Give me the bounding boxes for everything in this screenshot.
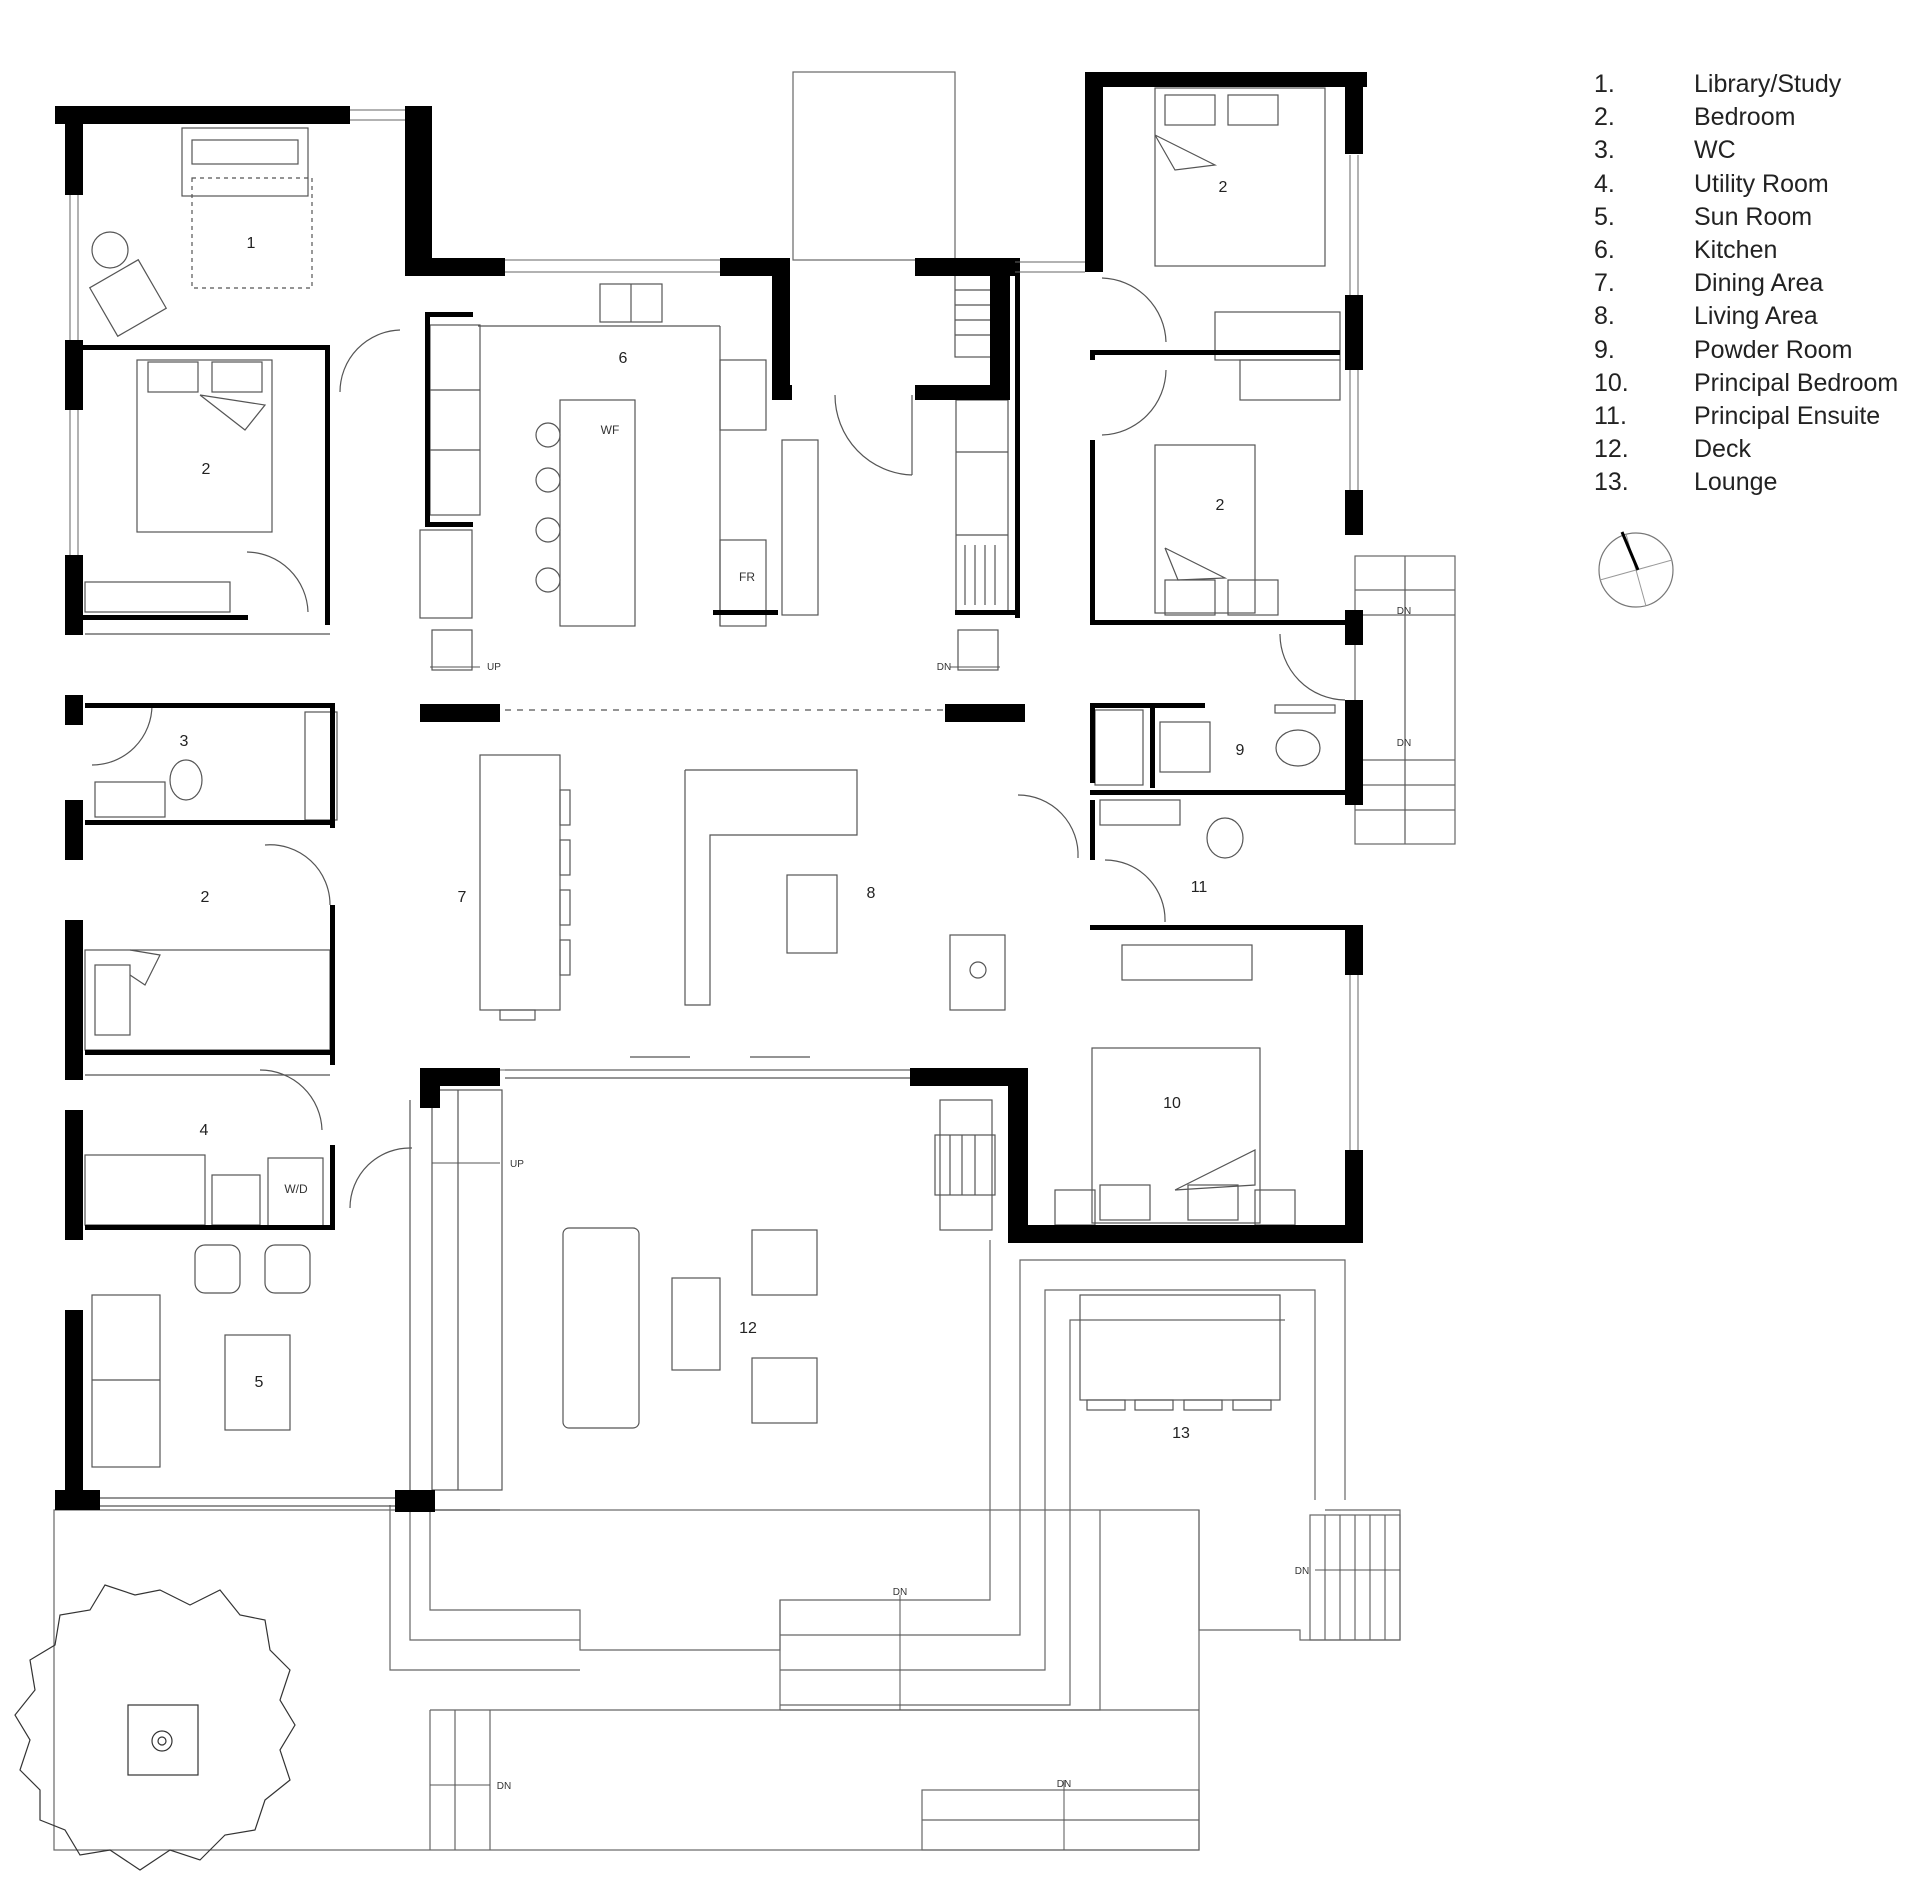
room-label-sun-room: 5: [255, 1374, 264, 1391]
legend-number: 11.: [1594, 401, 1627, 430]
legend-number: 12.: [1594, 435, 1629, 464]
fixture-label-fr: FR: [739, 570, 755, 584]
windows: [69, 109, 1359, 1150]
stair-label-dn-sw: DN: [497, 1781, 511, 1792]
site-lines: [53, 71, 1456, 1851]
legend-item-12: 12. Deck: [1594, 433, 1914, 466]
legend-label: Dining Area: [1694, 269, 1824, 298]
room-label-bedroom-d: 2: [201, 889, 210, 906]
legend-number: 2.: [1594, 103, 1615, 132]
room-label-utility: 4: [200, 1122, 209, 1139]
stair-label-dn-south: DN: [1057, 1779, 1071, 1790]
legend-item-7: 7. Dining Area: [1594, 267, 1914, 300]
stair-label-up-sun: UP: [510, 1159, 524, 1170]
fixture-label-wf: WF: [601, 423, 620, 437]
legend-label: Powder Room: [1694, 335, 1853, 364]
legend-item-9: 9. Powder Room: [1594, 334, 1914, 367]
room-label-bedroom-b: 2: [1219, 179, 1228, 196]
legend-number: 9.: [1594, 335, 1615, 364]
room-label-bedroom-a: 2: [202, 461, 211, 478]
legend-number: 4.: [1594, 169, 1615, 198]
legend-item-10: 10. Principal Bedroom: [1594, 367, 1914, 400]
legend-item-11: 11. Principal Ensuite: [1594, 400, 1914, 433]
legend-number: 8.: [1594, 302, 1615, 331]
legend-label: Living Area: [1694, 302, 1818, 331]
stair-arrows: [430, 560, 1406, 1850]
legend-item-6: 6. Kitchen: [1594, 234, 1914, 267]
legend-number: 5.: [1594, 202, 1615, 231]
legend-number: 6.: [1594, 236, 1615, 265]
room-label-living: 8: [867, 885, 876, 902]
room-label-wc: 3: [180, 733, 189, 750]
legend-number: 1.: [1594, 70, 1615, 99]
legend-item-1: 1. Library/Study: [1594, 68, 1914, 101]
legend-label: Utility Room: [1694, 169, 1829, 198]
room-label-library: 1: [247, 235, 256, 252]
stair-label-dn-east-deck: DN: [1295, 1566, 1309, 1577]
legend-label: Principal Bedroom: [1694, 368, 1899, 397]
legend-label: Deck: [1694, 435, 1751, 464]
legend-item-4: 4. Utility Room: [1594, 168, 1914, 201]
legend-number: 7.: [1594, 269, 1615, 298]
legend-label: Principal Ensuite: [1694, 401, 1881, 430]
tree-symbol: [14, 1584, 296, 1871]
legend-label: Kitchen: [1694, 236, 1778, 265]
legend-item-13: 13. Lounge: [1594, 466, 1914, 499]
room-label-bedroom-c: 2: [1216, 497, 1225, 514]
stair-label-dn-deck: DN: [893, 1587, 907, 1598]
legend-label: Lounge: [1694, 468, 1778, 497]
floor-plan: 1 2 2 2 2 3 4 5 6 7 8 9 10 11 12 13 WF F…: [14, 71, 1456, 1871]
room-legend: 1. Library/Study 2. Bedroom 3. WC 4. Utility…: [1594, 68, 1914, 499]
room-label-kitchen: 6: [619, 350, 628, 367]
interior-lines: [84, 87, 1346, 1511]
legend-number: 10.: [1594, 368, 1629, 397]
legend-number: 13.: [1594, 468, 1629, 497]
room-label-principal-bedroom: 10: [1163, 1095, 1181, 1112]
legend-label: Library/Study: [1694, 70, 1842, 99]
room-label-powder: 9: [1236, 742, 1245, 759]
legend-number: 3.: [1594, 136, 1615, 165]
room-label-principal-ensuite: 11: [1191, 879, 1208, 896]
stair-label-dn-east-lower: DN: [1397, 738, 1411, 749]
legend-label: Sun Room: [1694, 202, 1813, 231]
legend-label: WC: [1694, 136, 1736, 165]
legend-item-3: 3. WC: [1594, 134, 1914, 167]
legend-item-2: 2. Bedroom: [1594, 101, 1914, 134]
fixture-label-wd: W/D: [284, 1182, 308, 1196]
legend-label: Bedroom: [1694, 103, 1796, 132]
room-label-dining: 7: [458, 889, 467, 906]
walls: [55, 72, 1367, 1512]
stair-label-dn-east-upper: DN: [1397, 606, 1411, 617]
room-label-lounge: 13: [1172, 1425, 1190, 1442]
stair-label-up-kitchen: UP: [487, 662, 501, 673]
legend-item-5: 5. Sun Room: [1594, 201, 1914, 234]
room-label-deck: 12: [739, 1320, 757, 1337]
stair-label-dn-entry: DN: [937, 662, 951, 673]
legend-item-8: 8. Living Area: [1594, 300, 1914, 333]
north-arrow-icon: [1598, 531, 1674, 608]
